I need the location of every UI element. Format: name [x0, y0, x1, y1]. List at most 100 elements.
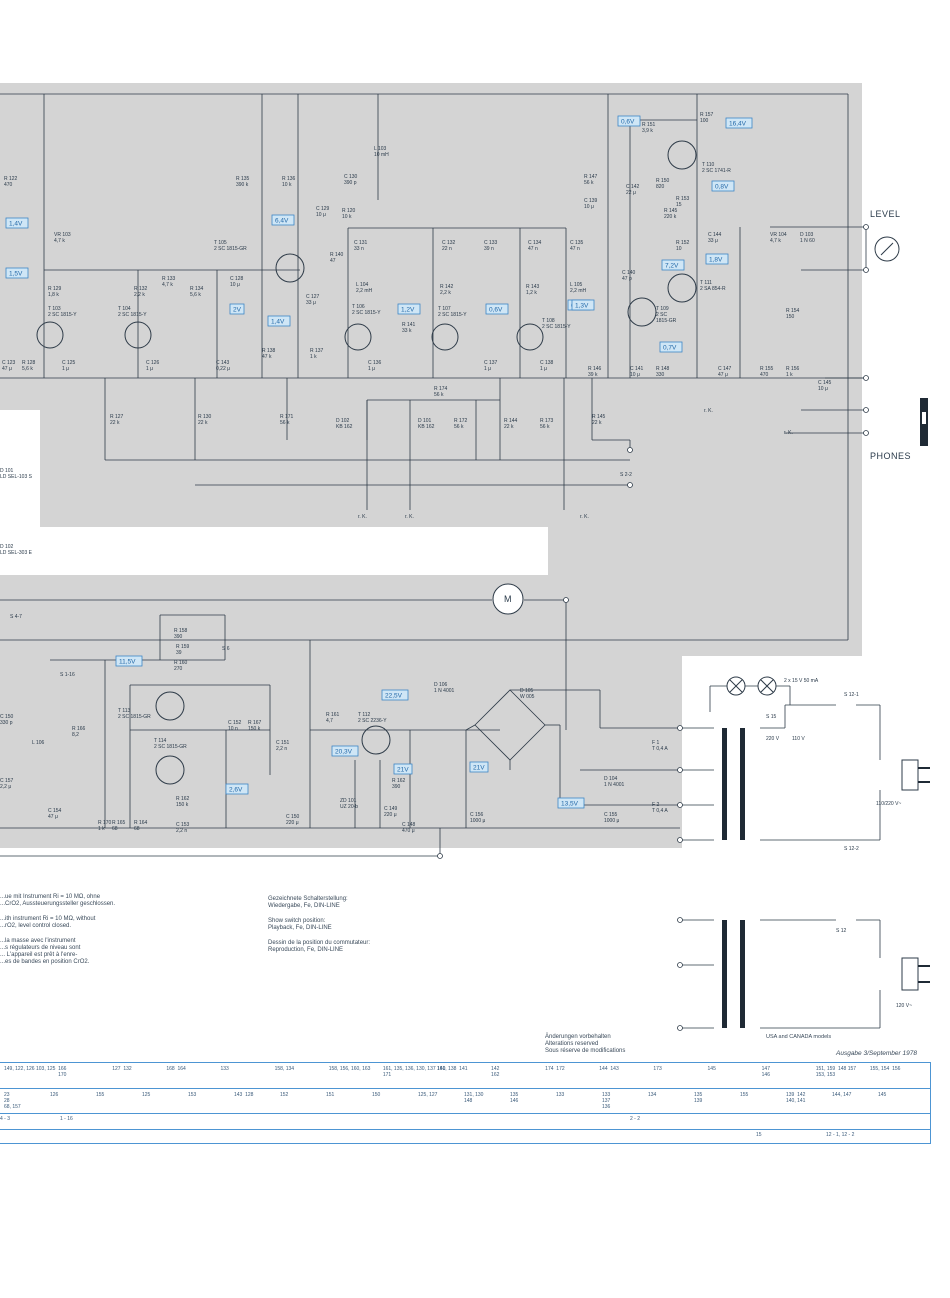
svg-text:1,8V: 1,8V [709, 257, 723, 264]
voltage-marker: 0,8V [711, 180, 735, 192]
table-cell: 139 142 140, 141 [786, 1092, 806, 1104]
table-cell: 135 146 [510, 1092, 519, 1104]
table-cell: 153 [188, 1092, 197, 1098]
voltage-marker: 0,6V [617, 115, 641, 127]
voltage-marker: 13,5V [557, 797, 585, 809]
voltage-marker: 21V [469, 761, 489, 773]
svg-text:0,8V: 0,8V [715, 184, 729, 191]
measurement-notes: ...ue mit Instrument Ri = 10 MΩ, ohne ..… [0, 894, 170, 974]
table-cell: 143 128 [234, 1092, 254, 1098]
component-label: S 1-16 [60, 672, 75, 678]
board-shading-left [40, 410, 548, 527]
svg-text:6,4V: 6,4V [275, 218, 289, 225]
mains-label: 110/220 V~ [876, 801, 901, 807]
svg-text:16,4V: 16,4V [729, 121, 747, 128]
table-cell: 134 [648, 1092, 657, 1098]
table-cell: 174 172 [545, 1066, 565, 1072]
voltage-marker: 2V [229, 303, 245, 315]
table-cell: 144, 147 [832, 1092, 852, 1098]
table-cell: 158, 156, 160, 163 [328, 1066, 371, 1072]
table-cell: 125, 127 [418, 1092, 438, 1098]
voltage-marker: 1,4V [5, 217, 29, 229]
table-cell: 158, 134 [274, 1066, 295, 1072]
voltage-marker: 1,8V [705, 253, 729, 265]
table-cell: 161, 135, 136, 130, 137 140 171 [382, 1066, 446, 1078]
phones-label: PHONES [870, 451, 911, 461]
table-cell: 125 [142, 1092, 151, 1098]
note-fr: ...la masse avec l'instrument ...s régul… [0, 938, 90, 965]
transistors [36, 140, 697, 785]
voltage-marker: 2,6V [225, 783, 249, 795]
mains-us-label: 120 V~ [896, 1003, 912, 1009]
svg-text:0,6V: 0,6V [489, 307, 503, 314]
svg-text:20,3V: 20,3V [335, 749, 353, 756]
svg-text:1,2V: 1,2V [401, 307, 415, 314]
voltage-marker: 1,5V [5, 267, 29, 279]
component-label: L 106 [32, 740, 45, 746]
svg-text:0,7V: 0,7V [663, 345, 677, 352]
table-cell: 131, 130 148 [464, 1092, 484, 1104]
table-cell: 135 139 [694, 1092, 703, 1104]
component-label: 110 V [792, 736, 805, 742]
table-cell: 152 [280, 1092, 289, 1098]
table-cell: 150 [372, 1092, 381, 1098]
voltage-marker: 6,4V [271, 214, 295, 226]
table-cell: 4 - 3 [0, 1116, 11, 1122]
component-label: 220 V [766, 736, 780, 742]
terminals [437, 224, 869, 1031]
table-cell: 126 [50, 1092, 59, 1098]
svg-text:7,2V: 7,2V [665, 263, 679, 270]
table-cell: 2 - 2 [630, 1116, 641, 1122]
voltage-marker: 22,5V [381, 689, 409, 701]
table-row [0, 1088, 930, 1089]
pilot-lamps [726, 676, 777, 696]
table-cell: 155, 154 156 [869, 1066, 901, 1072]
